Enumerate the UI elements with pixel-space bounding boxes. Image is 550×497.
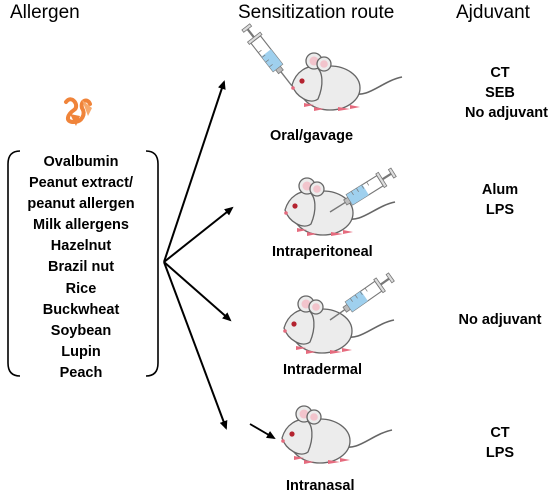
allergen-item: peanut allergen: [27, 196, 135, 213]
arrow-intradermal: [163, 261, 232, 322]
adjuvant-item: CT: [490, 425, 510, 441]
allergen-header: Allergen: [10, 2, 80, 23]
arrow-intraperitoneal: [163, 206, 234, 263]
allergen-item: Ovalbumin: [43, 154, 119, 170]
route-label-intraperitoneal: Intraperitoneal: [272, 244, 373, 260]
arrow-intranasal: [163, 261, 228, 430]
allergen-item: Milk allergens: [33, 217, 129, 234]
adjuvant-header: Ajduvant: [456, 2, 530, 23]
allergen-item: Soybean: [50, 322, 112, 339]
mouse-intranasal: [280, 405, 393, 465]
adjuvant-item: SEB: [485, 85, 515, 101]
route-label-intradermal: Intradermal: [283, 362, 362, 378]
allergen-item: Peanut extract/: [29, 175, 133, 192]
allergen-item: Buckwheat: [42, 301, 120, 318]
adjuvant-item: LPS: [485, 202, 515, 218]
left-bracket: [7, 150, 21, 377]
right-bracket: [145, 150, 159, 377]
adjuvant-item: No adjuvant: [458, 312, 542, 328]
adjuvants-oral: CT SEB No adjuvant: [465, 63, 548, 123]
adjuvant-item: Alum: [481, 182, 519, 198]
allergen-item: Peach: [59, 364, 103, 381]
route-label-intranasal: Intranasal: [286, 478, 355, 494]
adjuvant-item: CT: [490, 65, 510, 81]
mouse-intradermal: [282, 295, 395, 355]
syringe-oral: [238, 20, 300, 93]
allergen-list: Ovalbumin Peanut extract/ peanut allerge…: [0, 152, 162, 384]
adjuvant-item: No adjuvant: [465, 105, 548, 121]
allergen-item: Rice: [65, 280, 97, 297]
adjuvants-intraperitoneal: Alum LPS: [465, 180, 535, 220]
arrow-nasal-entry: [249, 423, 276, 440]
allergen-item: Hazelnut: [50, 238, 112, 255]
protein-icon: [64, 97, 92, 126]
adjuvants-intradermal: No adjuvant: [455, 310, 545, 330]
adjuvant-item: LPS: [485, 445, 515, 461]
route-label-oral: Oral/gavage: [270, 128, 354, 144]
allergen-item: Lupin: [61, 343, 101, 360]
route-header: Sensitization route: [238, 2, 395, 23]
allergen-item: Brazil nut: [47, 259, 115, 276]
arrow-oral: [163, 80, 226, 263]
adjuvants-intranasal: CT LPS: [465, 423, 535, 463]
mouse-oral: [290, 52, 403, 112]
